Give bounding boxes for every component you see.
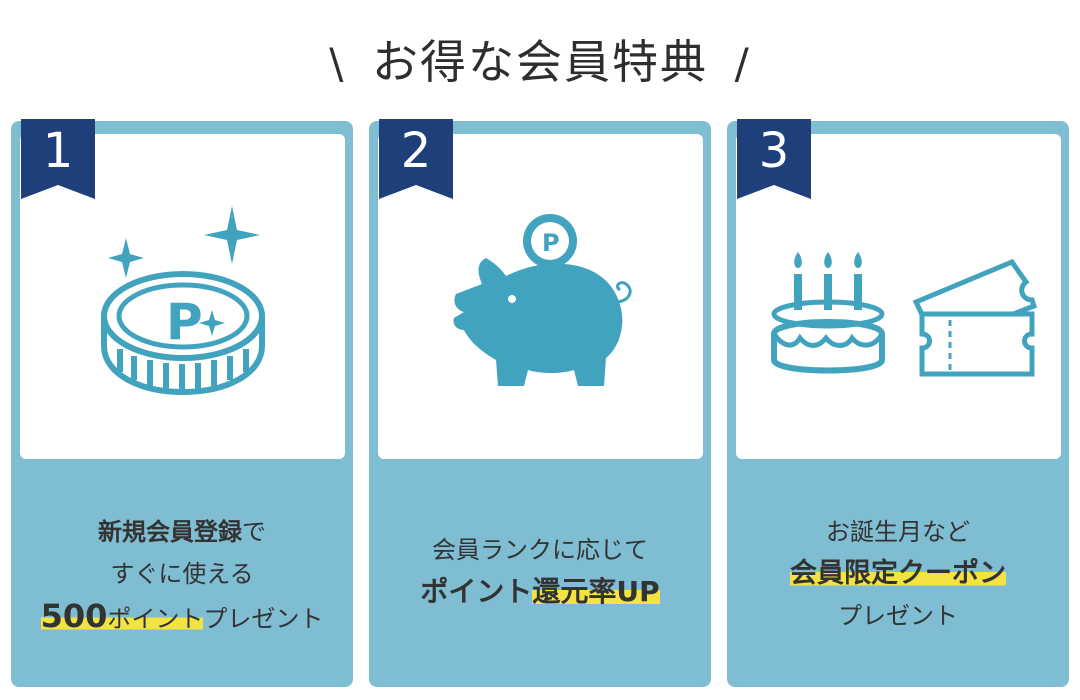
card-caption: 会員ランクに応じて ポイント還元率UP (369, 529, 711, 613)
benefit-card-3: 3 お誕生月など 会員限定クーポン プレゼント (727, 119, 1069, 687)
caption-highlight: ポイント (107, 605, 204, 633)
point-coin-sparkle-icon: P (20, 134, 345, 459)
caption-bold: 新規会員登録 (98, 518, 242, 546)
benefit-card-1: P 1 新規会員登録で すぐに使える 500ポイントプレゼント (11, 119, 353, 687)
card-number-ribbon: 1 (21, 119, 95, 199)
caption-text: で (242, 518, 266, 546)
title-text: お得な会員特典 (372, 35, 708, 89)
benefit-card-2: P 2 会員ランクに応じて ポイント還元率UP (369, 119, 711, 687)
card-number-ribbon: 3 (737, 119, 811, 199)
caption-bold: ポイント (420, 575, 533, 608)
caption-highlight: 会員限定クーポン (790, 558, 1006, 589)
title-slash-left: \ (329, 39, 346, 88)
title-slash-right: / (734, 39, 751, 88)
card-number-ribbon: 2 (379, 119, 453, 199)
svg-text:P: P (166, 293, 203, 351)
card-caption: 新規会員登録で すぐに使える 500ポイントプレゼント (11, 511, 353, 640)
caption-highlight: 還元率UP (532, 575, 660, 608)
caption-text: すぐに使える (110, 560, 254, 588)
caption-text: 会員ランクに応じて (432, 536, 648, 564)
piggy-bank-point-icon: P (378, 134, 703, 459)
birthday-cake-coupon-icon (736, 134, 1061, 459)
caption-text: お誕生月など (826, 518, 970, 546)
card-number: 3 (758, 123, 790, 179)
page-title: \ お得な会員特典 / (0, 26, 1080, 92)
card-number: 1 (42, 123, 74, 179)
caption-text: プレゼント (203, 605, 324, 633)
svg-text:P: P (542, 229, 560, 257)
caption-text: プレゼント (838, 602, 958, 630)
card-number: 2 (400, 123, 432, 179)
card-caption: お誕生月など 会員限定クーポン プレゼント (727, 511, 1069, 637)
caption-highlight-number: 500 (40, 597, 108, 635)
